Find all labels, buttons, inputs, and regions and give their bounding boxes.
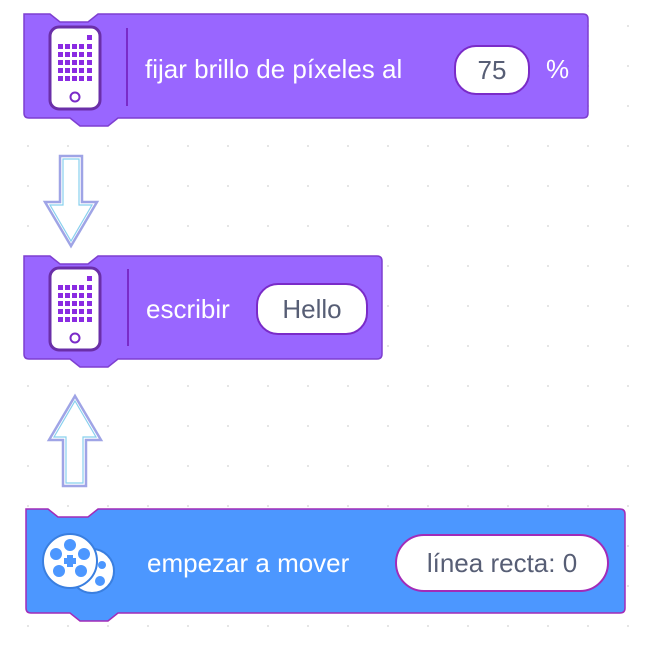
block-label: empezar a mover [147,548,350,578]
device-screen-icon [48,266,102,357]
block-label: escribir [146,294,230,324]
brightness-value-input[interactable]: 75 [454,45,530,95]
wheels-icon [40,531,116,606]
movement-mode-dropdown[interactable]: línea recta: 0 [395,534,609,592]
block-separator [126,28,128,106]
device-screen-icon [48,25,102,116]
block-label: fijar brillo de píxeles al [145,54,403,84]
percent-label: % [546,54,570,84]
block-separator [127,269,129,346]
text-value-input[interactable]: Hello [256,283,368,335]
